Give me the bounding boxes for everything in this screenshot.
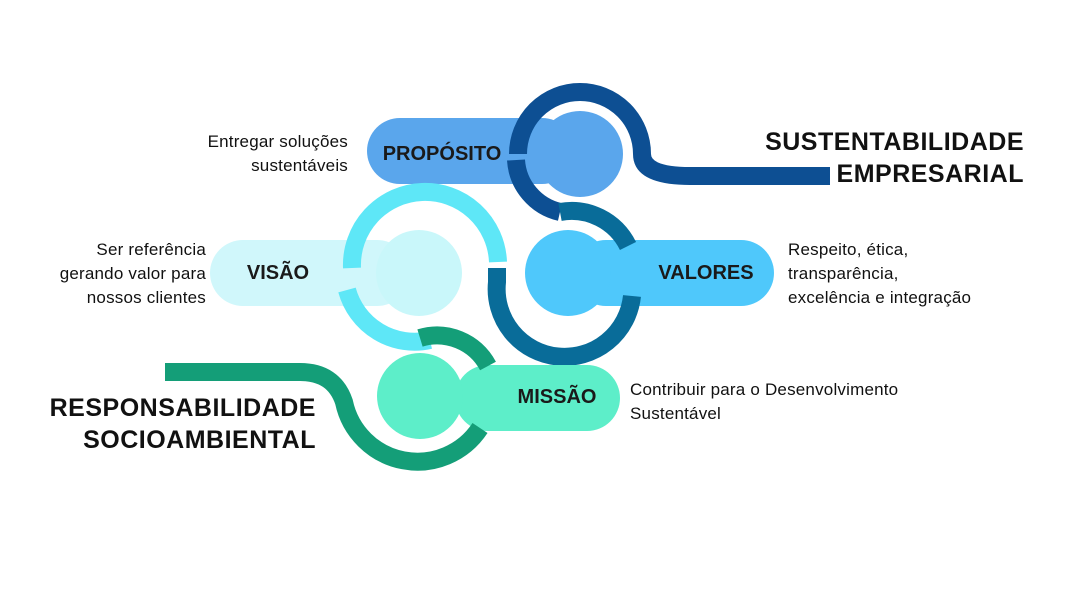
valores-curve <box>487 201 641 366</box>
valores-description: Respeito, ética, transparência, excelênc… <box>788 240 972 307</box>
missao-label: MISSÃO <box>518 385 597 408</box>
proposito-curve-bottom <box>507 159 563 221</box>
proposito-circle <box>537 111 623 197</box>
valores-pill <box>573 240 774 306</box>
missao-pill <box>455 365 620 431</box>
missao-description: Contribuir para o Desenvolvimento Susten… <box>630 380 899 423</box>
visao-label: VISÃO <box>247 261 309 284</box>
valores-circle <box>525 230 611 316</box>
proposito-label: PROPÓSITO <box>383 141 502 165</box>
top-heading: SUSTENTABILIDADE EMPRESARIAL <box>765 128 1024 188</box>
visao-circle <box>376 230 462 316</box>
missao-circle <box>377 353 463 439</box>
visao-curve <box>338 182 507 351</box>
missao-curve <box>165 326 496 471</box>
bottom-heading: RESPONSABILIDADE SOCIOAMBIENTAL <box>49 394 316 454</box>
visao-description: Ser referência gerando valor para nossos… <box>59 240 206 307</box>
proposito-curve-top <box>509 83 830 185</box>
valores-label: VALORES <box>658 262 753 284</box>
proposito-description: Entregar soluções sustentáveis <box>207 132 348 175</box>
